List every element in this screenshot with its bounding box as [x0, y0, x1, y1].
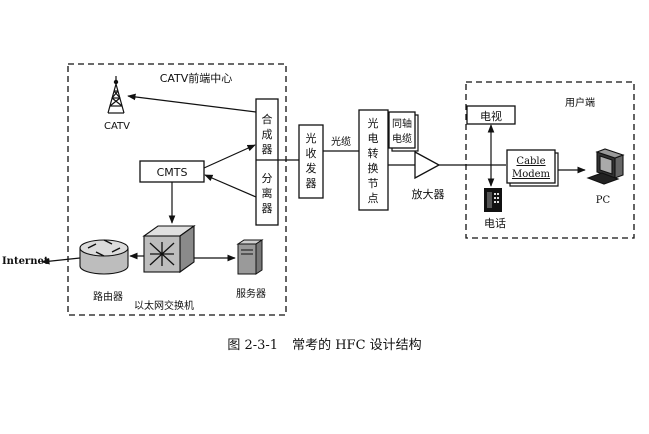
combiner-splitter-box	[255, 98, 279, 226]
combiner-char: 器	[262, 143, 273, 156]
user-end-boundary	[465, 81, 635, 239]
figure-caption: 图 2-3-1 常考的 HFC 设计结构	[0, 334, 649, 353]
coax-label-line: 电缆	[392, 132, 412, 145]
headend-boundary	[67, 63, 287, 316]
converter-char: 换	[368, 161, 379, 175]
router-label: 路由器	[93, 290, 123, 303]
router-icon	[79, 239, 129, 275]
combiner-label: 合 成 器	[262, 112, 273, 156]
pc-label: PC	[596, 195, 611, 206]
catv-label: CATV	[104, 121, 130, 132]
optical-transceiver-box	[298, 124, 324, 199]
oe-converter-label: 光 电 转 换 节 点	[368, 116, 379, 205]
headend-label: CATV前端中心	[160, 71, 233, 85]
pc-icon	[586, 148, 625, 185]
ethernet-switch-label: 以太网交换机	[134, 299, 194, 312]
figure-number: 图 2-3-1	[227, 338, 279, 353]
figure-title: 常考的 HFC 设计结构	[292, 338, 422, 353]
splitter-char: 离	[262, 186, 273, 200]
phone-label: 电话	[484, 217, 506, 230]
telephone-icon	[484, 188, 502, 212]
tv-label: 电视	[480, 109, 502, 123]
cable-modem-label-line: Modem	[512, 169, 551, 180]
oe-converter-box	[358, 109, 389, 211]
coax-label-line: 同轴	[392, 117, 412, 130]
combiner-to-catv-arrow	[127, 93, 257, 113]
cable-modem-box	[506, 149, 556, 184]
fiber-label: 光缆	[331, 135, 351, 148]
combiner-char: 成	[262, 128, 273, 141]
optical-transceiver-label: 光 收 发 器	[306, 131, 317, 190]
cmts-label: CMTS	[157, 166, 188, 179]
tv-box	[466, 105, 516, 125]
cmts-to-combiner-arrow	[203, 144, 256, 169]
coax-cable-box	[388, 111, 416, 149]
splitter-char: 器	[262, 202, 273, 215]
combiner-char: 合	[262, 112, 273, 126]
server-icon	[236, 239, 264, 275]
amplifier-icon	[414, 150, 441, 180]
cable-modem-shadow	[509, 152, 559, 187]
converter-char: 节	[368, 177, 379, 190]
catv-antenna-icon	[107, 76, 125, 114]
transceiver-char: 器	[306, 177, 317, 190]
splitter-to-cmts-arrow	[204, 174, 257, 198]
server-label: 服务器	[236, 287, 266, 300]
transceiver-char: 收	[306, 146, 317, 160]
splitter-char: 分	[262, 172, 273, 185]
transceiver-char: 发	[306, 161, 317, 175]
cable-modem-label-line: Cable	[516, 156, 545, 167]
ethernet-switch-icon	[142, 224, 196, 274]
converter-char: 光	[368, 116, 379, 130]
amplifier-label: 放大器	[412, 187, 445, 201]
splitter-label: 分 离 器	[262, 172, 273, 215]
coax-box-shadow	[391, 114, 419, 152]
internet-label: Internet	[2, 256, 49, 267]
router-to-internet-arrow	[41, 257, 81, 265]
converter-char: 点	[368, 192, 379, 205]
user-end-label: 用户端	[565, 96, 595, 109]
converter-char: 电	[368, 132, 379, 145]
transceiver-char: 光	[306, 131, 317, 145]
converter-char: 转	[368, 146, 379, 160]
